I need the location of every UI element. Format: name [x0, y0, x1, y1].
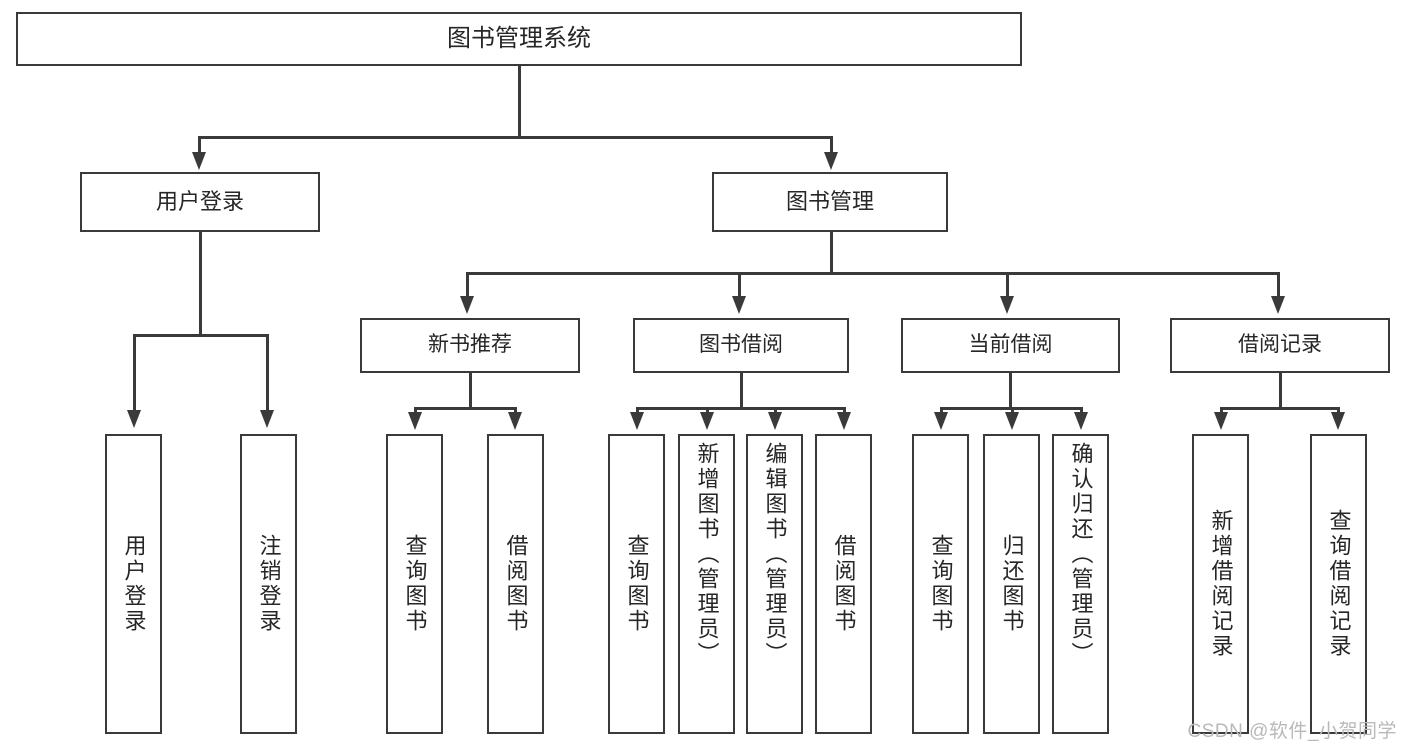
arrowhead-leaf-query-borrow-record — [1331, 412, 1345, 430]
arrowhead-leaf-query-book-3 — [934, 412, 948, 430]
connector-book-borrow-bus — [636, 407, 844, 410]
arrowhead-leaf-user-login — [127, 410, 141, 428]
node-leaf-logout[interactable]: 注销登录 — [240, 434, 297, 734]
node-label: 图书管理 — [785, 189, 874, 215]
arrowhead-new-book-recommend — [460, 296, 474, 314]
connector-bb-drop-2 — [706, 407, 709, 413]
node-label: 新增图书（管理员） — [694, 442, 720, 667]
connector-bm-to-borrow-record — [1277, 272, 1280, 298]
connector-current-borrow-stem — [1009, 373, 1012, 409]
node-root-book-management-system[interactable]: 图书管理系统 — [16, 12, 1022, 66]
node-label: 查询图书 — [928, 534, 954, 634]
node-label: 新增借阅记录 — [1208, 509, 1234, 659]
connector-book-management-bus — [466, 272, 1278, 275]
node-current-borrow[interactable]: 当前借阅 — [901, 318, 1120, 373]
node-label: 查询图书 — [624, 534, 650, 634]
node-label: 当前借阅 — [968, 333, 1053, 357]
node-leaf-add-borrow-record[interactable]: 新增借阅记录 — [1192, 434, 1249, 734]
node-label: 编辑图书（管理员） — [762, 442, 788, 667]
arrowhead-leaf-borrow-book-1 — [508, 412, 522, 430]
node-leaf-query-book-borrow[interactable]: 查询图书 — [608, 434, 665, 734]
arrowhead-root-to-book-management — [824, 152, 838, 170]
arrowhead-leaf-add-borrow-record — [1214, 412, 1228, 430]
node-leaf-borrow-book-borrow[interactable]: 借阅图书 — [815, 434, 872, 734]
connector-new-book-bus — [414, 407, 516, 410]
arrowhead-leaf-query-book-1 — [408, 412, 422, 430]
connector-bm-to-current-borrow — [1006, 272, 1009, 298]
connector-new-book-right-drop — [514, 407, 517, 413]
node-label: 注销登录 — [256, 534, 282, 634]
connector-user-login-left-drop — [133, 334, 136, 412]
arrowhead-leaf-add-book-admin — [700, 412, 714, 430]
connector-new-book-stem — [469, 373, 472, 409]
connector-bb-drop-4 — [843, 407, 846, 413]
node-label: 查询图书 — [402, 534, 428, 634]
node-label: 借阅图书 — [831, 534, 857, 634]
csdn-watermark: CSDN @软件_小贺同学 — [1187, 721, 1397, 742]
node-leaf-query-book-recommend[interactable]: 查询图书 — [386, 434, 443, 734]
node-user-login[interactable]: 用户登录 — [80, 172, 320, 232]
node-leaf-query-book-current[interactable]: 查询图书 — [912, 434, 969, 734]
arrowhead-leaf-return-book — [1005, 412, 1019, 430]
connector-root-bus — [198, 136, 832, 139]
node-label: 归还图书 — [999, 534, 1025, 634]
connector-root-to-book-management — [830, 136, 833, 154]
node-label: 用户登录 — [121, 534, 147, 634]
node-leaf-user-login[interactable]: 用户登录 — [105, 434, 162, 734]
arrowhead-leaf-logout — [260, 410, 274, 428]
connector-bm-to-book-borrow — [738, 272, 741, 298]
connector-current-borrow-bus — [940, 407, 1081, 410]
arrowhead-current-borrow — [1000, 296, 1014, 314]
node-label: 图书借阅 — [699, 333, 783, 357]
node-leaf-query-borrow-record[interactable]: 查询借阅记录 — [1310, 434, 1367, 734]
connector-user-login-stem — [199, 232, 202, 336]
node-book-management[interactable]: 图书管理 — [712, 172, 948, 232]
node-leaf-edit-book-admin[interactable]: 编辑图书（管理员） — [746, 434, 803, 734]
arrowhead-leaf-confirm-return-admin — [1074, 412, 1088, 430]
node-book-borrow[interactable]: 图书借阅 — [633, 318, 849, 373]
node-leaf-add-book-admin[interactable]: 新增图书（管理员） — [678, 434, 735, 734]
node-leaf-confirm-return-admin[interactable]: 确认归还（管理员） — [1052, 434, 1109, 734]
arrowhead-root-to-user-login — [192, 152, 206, 170]
connector-root-stem — [518, 66, 521, 138]
connector-br-drop-1 — [1220, 407, 1223, 413]
arrowhead-leaf-query-book-2 — [630, 412, 644, 430]
arrowhead-borrow-record — [1271, 296, 1285, 314]
node-borrow-record[interactable]: 借阅记录 — [1170, 318, 1390, 373]
node-label: 图书管理系统 — [447, 25, 591, 52]
connector-user-login-bus — [133, 334, 268, 337]
node-label: 确认归还（管理员） — [1068, 442, 1094, 667]
connector-bm-to-new-book — [466, 272, 469, 298]
arrowhead-leaf-borrow-book-2 — [837, 412, 851, 430]
connector-borrow-record-stem — [1279, 373, 1282, 409]
node-label: 查询借阅记录 — [1326, 509, 1352, 659]
node-leaf-return-book[interactable]: 归还图书 — [983, 434, 1040, 734]
node-label: 借阅图书 — [503, 534, 529, 634]
connector-book-management-stem — [830, 232, 833, 274]
connector-book-borrow-stem — [740, 373, 743, 409]
connector-bb-drop-1 — [636, 407, 639, 413]
connector-cb-drop-3 — [1080, 407, 1083, 413]
connector-borrow-record-bus — [1220, 407, 1339, 410]
connector-new-book-left-drop — [414, 407, 417, 413]
node-label: 借阅记录 — [1238, 333, 1322, 357]
connector-cb-drop-2 — [1011, 407, 1014, 413]
node-new-book-recommend[interactable]: 新书推荐 — [360, 318, 580, 373]
connector-cb-drop-1 — [940, 407, 943, 413]
connector-user-login-right-drop — [266, 334, 269, 412]
connector-bb-drop-3 — [774, 407, 777, 413]
connector-root-to-user-login — [198, 136, 201, 154]
node-leaf-borrow-book-recommend[interactable]: 借阅图书 — [487, 434, 544, 734]
arrowhead-book-borrow — [732, 296, 746, 314]
arrowhead-leaf-edit-book-admin — [768, 412, 782, 430]
node-label: 用户登录 — [155, 189, 244, 215]
node-label: 新书推荐 — [428, 333, 512, 357]
connector-br-drop-2 — [1337, 407, 1340, 413]
